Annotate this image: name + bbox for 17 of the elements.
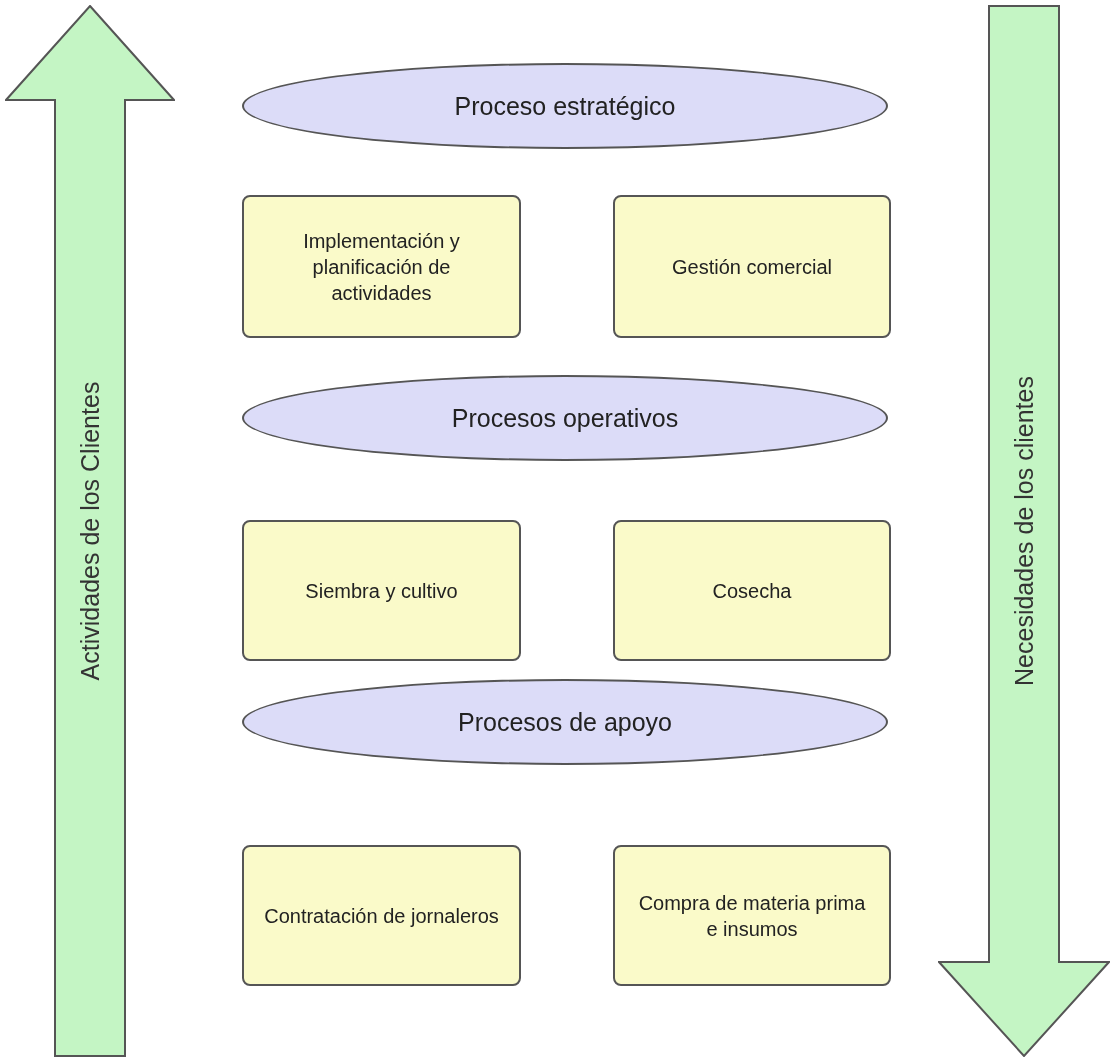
- box-label: Compra de materia prima e insumos: [637, 890, 867, 942]
- process-box: [613, 520, 891, 661]
- process-box: [613, 845, 891, 986]
- box-label: Cosecha: [712, 578, 792, 604]
- process-box: [242, 195, 521, 338]
- process-box: [242, 845, 521, 986]
- box-label: Implementación y planificación de actividades: [302, 228, 461, 306]
- process-box: [613, 195, 891, 338]
- process-box: [242, 520, 521, 661]
- box-label: Gestión comercial: [671, 254, 833, 280]
- box-label: Siembra y cultivo: [305, 578, 458, 604]
- ellipse-label: Procesos operativos: [451, 403, 679, 433]
- arrow-label: Actividades de los Clientes: [75, 381, 105, 681]
- arrow-label: Necesidades de los clientes: [1009, 376, 1039, 686]
- ellipse-label: Procesos de apoyo: [458, 707, 672, 737]
- box-label: Contratación de jornaleros: [264, 903, 499, 929]
- ellipse-label: Proceso estratégico: [454, 91, 676, 121]
